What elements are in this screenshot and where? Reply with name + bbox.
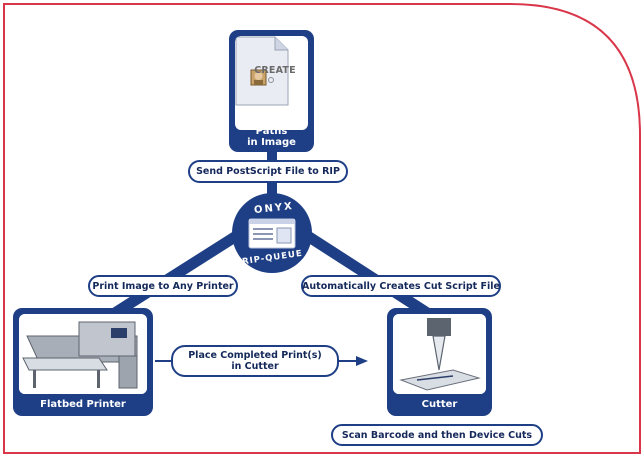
step-auto-cut-script: Automatically Creates Cut Script File (301, 275, 501, 297)
arrow-head (356, 356, 368, 366)
place-print-line1: Place Completed Print(s) (188, 350, 322, 361)
step-send-postscript: Send PostScript File to RIP (188, 160, 348, 183)
document-icon (235, 36, 289, 106)
step-scan-barcode: Scan Barcode and then Device Cuts (331, 424, 543, 446)
printer-card: Flatbed Printer (13, 308, 153, 416)
frame-border (3, 3, 641, 454)
cutter-image (393, 314, 486, 394)
create-card: CREATE Define Cut Paths in Image (229, 30, 314, 152)
cutter-caption: Cutter (421, 399, 458, 410)
create-label: CREATE (254, 65, 296, 76)
cutter-icon (393, 314, 486, 394)
create-caption: Define Cut Paths in Image (229, 115, 314, 148)
step-place-print: Place Completed Print(s) in Cutter (171, 345, 339, 377)
onyx-hub: ONYX RIP-QUEUE (232, 193, 312, 273)
step-print-image: Print Image to Any Printer (88, 275, 238, 297)
printer-caption: Flatbed Printer (40, 399, 126, 410)
create-caption-line1: Define Cut Paths (241, 115, 302, 137)
flatbed-printer-icon (19, 314, 147, 394)
hub-window-icon (248, 218, 296, 249)
cutter-card: Cutter (387, 308, 492, 416)
create-card-image: CREATE (235, 36, 308, 130)
create-caption-line2: in Image (247, 137, 296, 148)
place-print-line2: in Cutter (231, 361, 279, 372)
printer-image (19, 314, 147, 394)
